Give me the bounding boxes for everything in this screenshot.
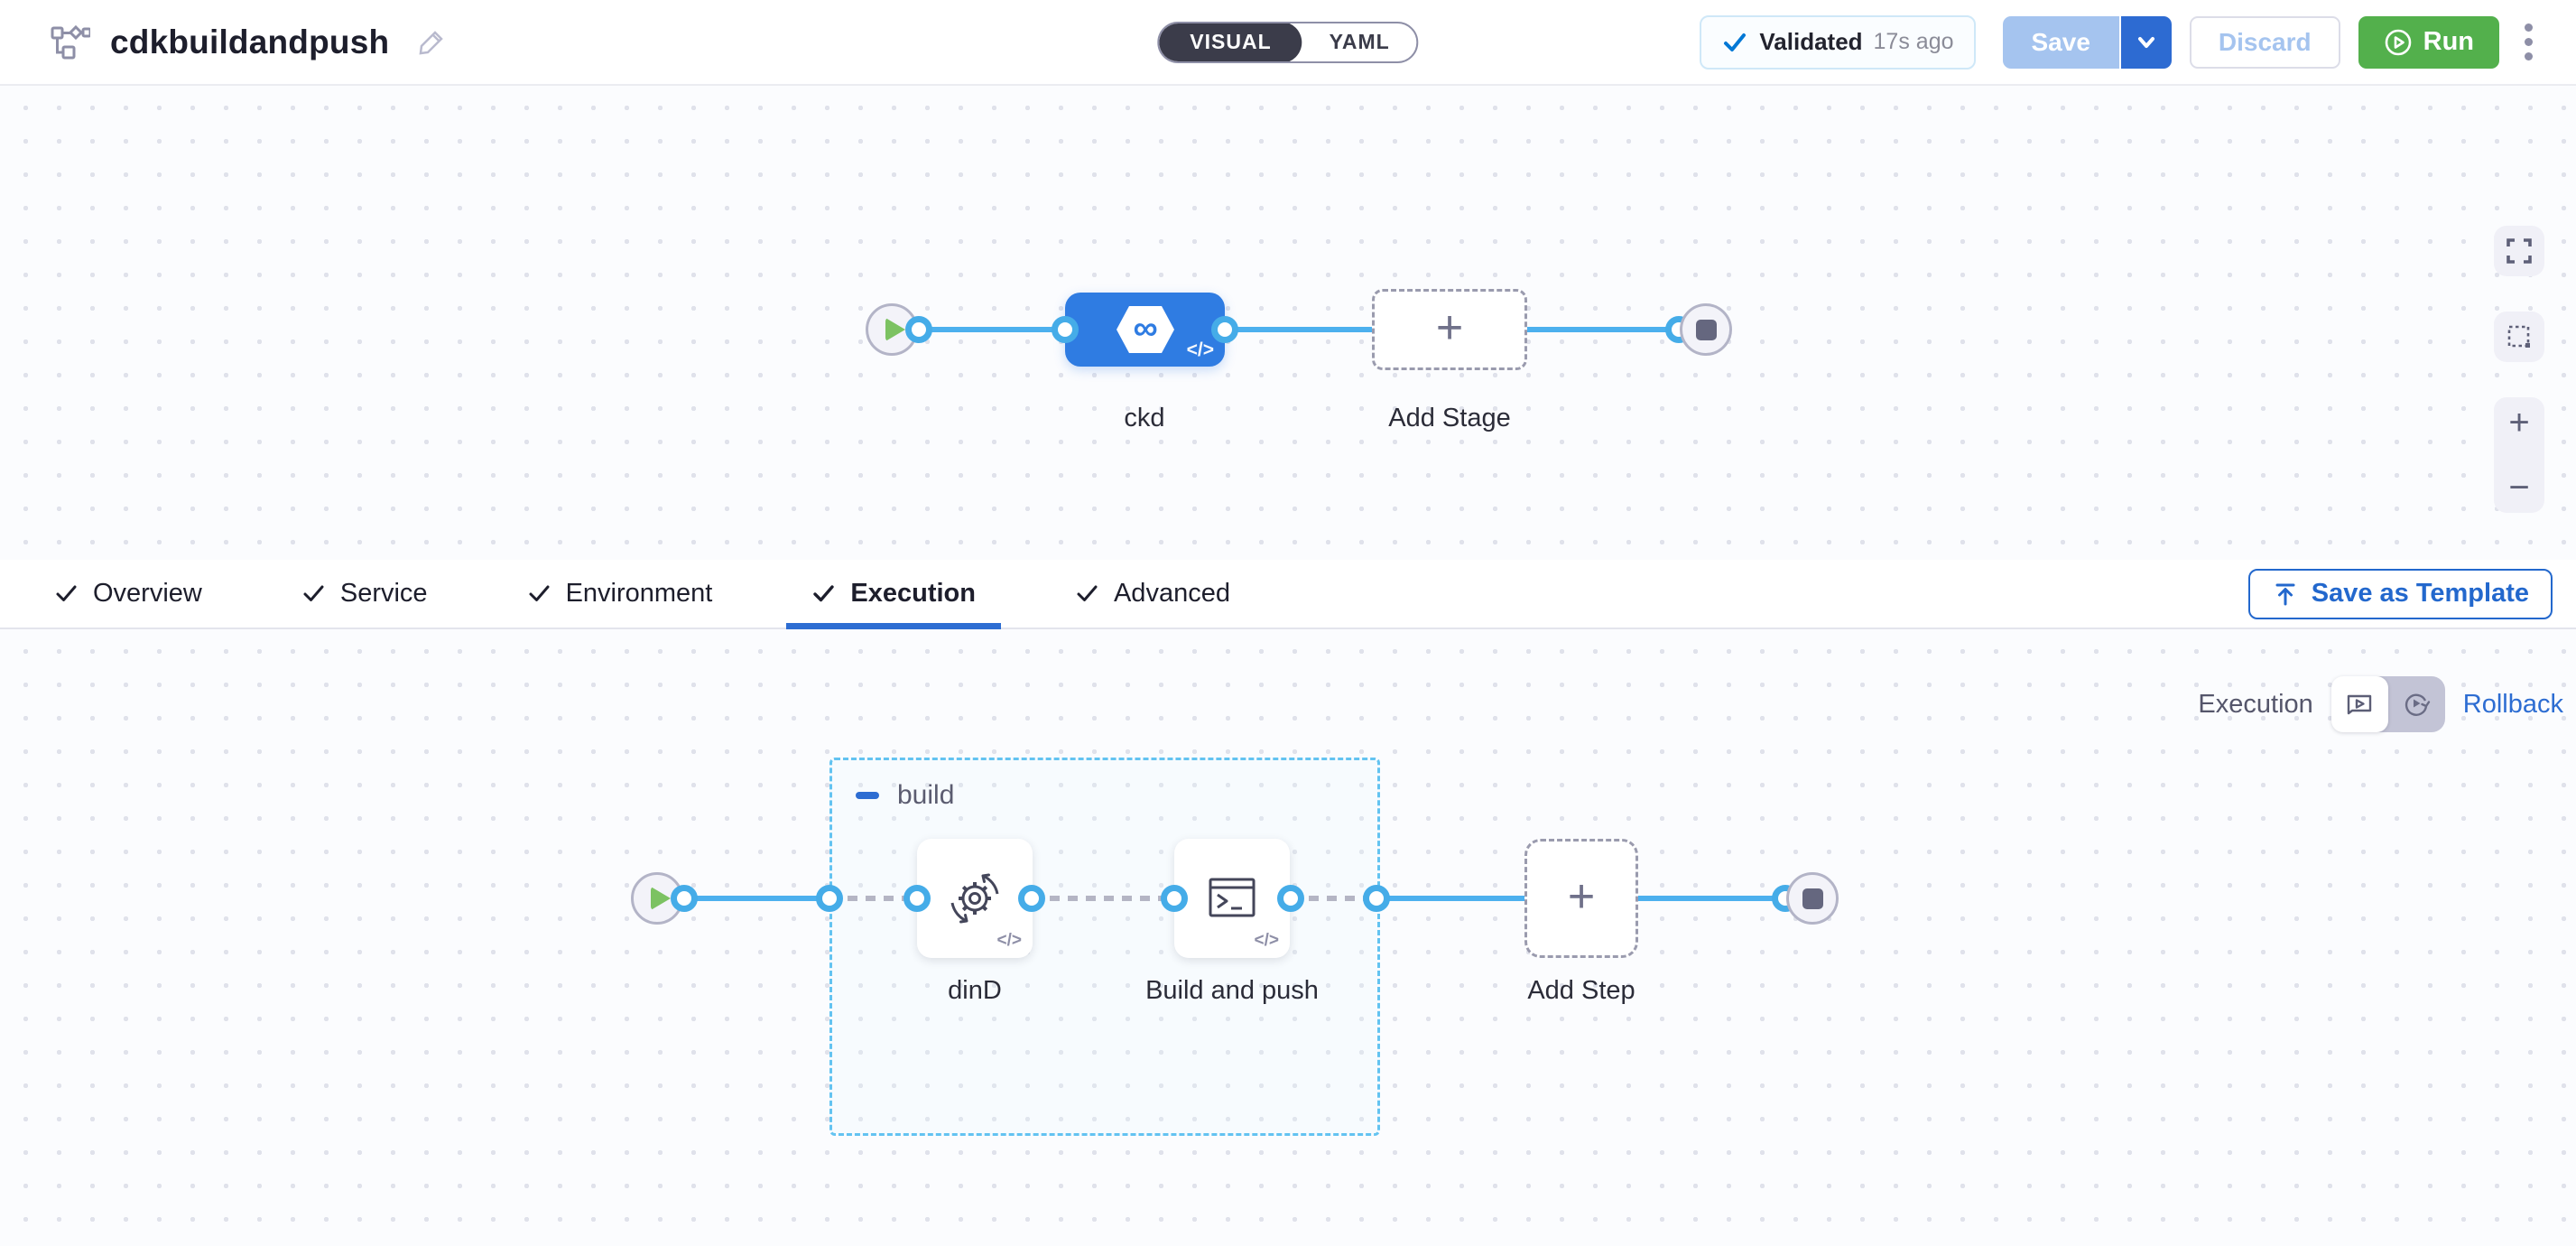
ci-stage-icon: ∞ — [1116, 306, 1174, 353]
save-button[interactable]: Save — [2002, 15, 2119, 69]
more-options-button[interactable] — [2517, 16, 2540, 68]
check-icon — [1724, 33, 1747, 51]
step-name-label: Build and push — [1145, 976, 1319, 1005]
rollback-icon — [2405, 693, 2431, 716]
execution-end-node — [1786, 872, 1839, 925]
upload-icon — [2275, 583, 2295, 605]
fullscreen-button[interactable] — [2494, 226, 2544, 276]
pipeline-title-group: cdkbuildandpush — [0, 23, 447, 61]
add-stage-label: Add Stage — [1388, 404, 1511, 432]
group-out-port[interactable] — [1363, 885, 1390, 912]
check-icon — [813, 585, 835, 602]
check-icon — [303, 585, 324, 601]
group-name-label: build — [897, 780, 955, 810]
execution-canvas[interactable]: Execution Rollback build — [0, 629, 2576, 1246]
save-as-template-button[interactable]: Save as Template — [2247, 568, 2553, 619]
check-icon — [56, 585, 77, 601]
step-name-label: dinD — [948, 976, 1002, 1005]
fullscreen-icon — [2507, 238, 2532, 264]
code-view-badge[interactable]: </> — [996, 931, 1022, 950]
zoom-in-button[interactable]: + — [2508, 403, 2530, 442]
run-play-icon — [2385, 29, 2411, 55]
yaml-tab[interactable]: YAML — [1302, 23, 1417, 61]
end-stop-icon — [1802, 888, 1823, 909]
stage-out-port[interactable] — [1211, 316, 1238, 343]
multi-select-button[interactable] — [2494, 312, 2544, 362]
dind-in-port[interactable] — [903, 885, 931, 912]
code-view-badge[interactable]: </> — [1254, 931, 1279, 950]
start-play-icon — [650, 887, 671, 910]
execution-view-button[interactable] — [2330, 676, 2388, 732]
start-out-port[interactable] — [905, 316, 932, 343]
svg-text:∞: ∞ — [1133, 310, 1157, 348]
execution-rollback-toggle — [2330, 676, 2445, 732]
edit-pipeline-icon[interactable] — [416, 27, 447, 58]
dind-out-port[interactable] — [1018, 885, 1045, 912]
view-mode-toggle: VISUAL YAML — [1157, 21, 1419, 63]
run-button[interactable]: Run — [2358, 15, 2499, 69]
rollback-link[interactable]: Rollback — [2462, 689, 2563, 719]
validated-time: 17s ago — [1873, 29, 1954, 54]
execution-view-icon — [2348, 694, 2372, 715]
tab-environment[interactable]: Environment — [527, 560, 712, 628]
step-group-build[interactable]: build — [829, 758, 1380, 1136]
stage-tabs: Overview Service Environment Execution A… — [54, 560, 1230, 629]
add-stage-button[interactable]: + — [1372, 289, 1527, 370]
tab-service[interactable]: Service — [301, 560, 428, 628]
end-stop-icon — [1695, 319, 1717, 340]
pipeline-end-node — [1680, 303, 1732, 356]
check-icon — [1077, 585, 1098, 601]
run-script-icon — [1209, 878, 1256, 917]
discard-button[interactable]: Discard — [2189, 15, 2340, 69]
stage-edges — [894, 327, 1704, 332]
step-node-dind[interactable]: </> — [917, 839, 1033, 958]
save-options-button[interactable] — [2118, 15, 2172, 69]
stage-node-ckd[interactable]: ∞ </> — [1065, 293, 1225, 367]
page-title: cdkbuildandpush — [110, 23, 390, 60]
step-node-build-and-push[interactable]: </> — [1174, 839, 1290, 958]
stage-config-tabbar: Overview Service Environment Execution A… — [0, 560, 2576, 629]
group-in-port[interactable] — [816, 885, 843, 912]
run-label: Run — [2423, 27, 2474, 56]
zoom-out-button[interactable]: − — [2508, 468, 2530, 507]
header-actions: Validated 17s ago Save Discard Run — [1700, 14, 2576, 70]
start-play-icon — [885, 318, 905, 341]
tab-advanced[interactable]: Advanced — [1075, 560, 1230, 628]
save-split-button: Save — [2002, 15, 2172, 69]
collapse-group-button[interactable] — [856, 792, 879, 799]
stage-name-label: ckd — [1124, 404, 1165, 432]
validation-status-badge[interactable]: Validated 17s ago — [1700, 14, 1976, 70]
stage-in-port[interactable] — [1052, 316, 1079, 343]
pipeline-graph-icon — [51, 24, 90, 60]
group-header: build — [856, 780, 954, 811]
add-step-button[interactable]: + — [1524, 839, 1638, 958]
tab-overview[interactable]: Overview — [54, 560, 202, 628]
check-icon — [529, 585, 550, 601]
add-step-label: Add Step — [1527, 976, 1635, 1005]
top-bar: cdkbuildandpush VISUAL YAML Validated 17… — [0, 0, 2576, 86]
plus-icon: + — [1567, 870, 1596, 923]
validated-label: Validated — [1759, 28, 1863, 55]
plus-icon: + — [1435, 302, 1464, 354]
build-and-push-out-port[interactable] — [1277, 885, 1304, 912]
visual-tab[interactable]: VISUAL — [1159, 23, 1302, 61]
selection-marquee-icon — [2507, 325, 2530, 348]
tab-execution[interactable]: Execution — [786, 560, 1001, 629]
build-and-push-in-port[interactable] — [1161, 885, 1188, 912]
start-out-port[interactable] — [671, 885, 698, 912]
rollback-view-button[interactable] — [2388, 676, 2445, 732]
stage-canvas[interactable]: ∞ </> + ckd Add Stage + − — [0, 86, 2576, 560]
code-view-badge[interactable]: </> — [1186, 339, 1214, 360]
execution-mode-row: Execution Rollback — [2198, 676, 2563, 732]
service-dependency-icon — [950, 873, 999, 924]
execution-mode-label: Execution — [2198, 689, 2313, 719]
chevron-down-icon — [2137, 36, 2154, 48]
zoom-controls: + − — [2494, 397, 2544, 513]
